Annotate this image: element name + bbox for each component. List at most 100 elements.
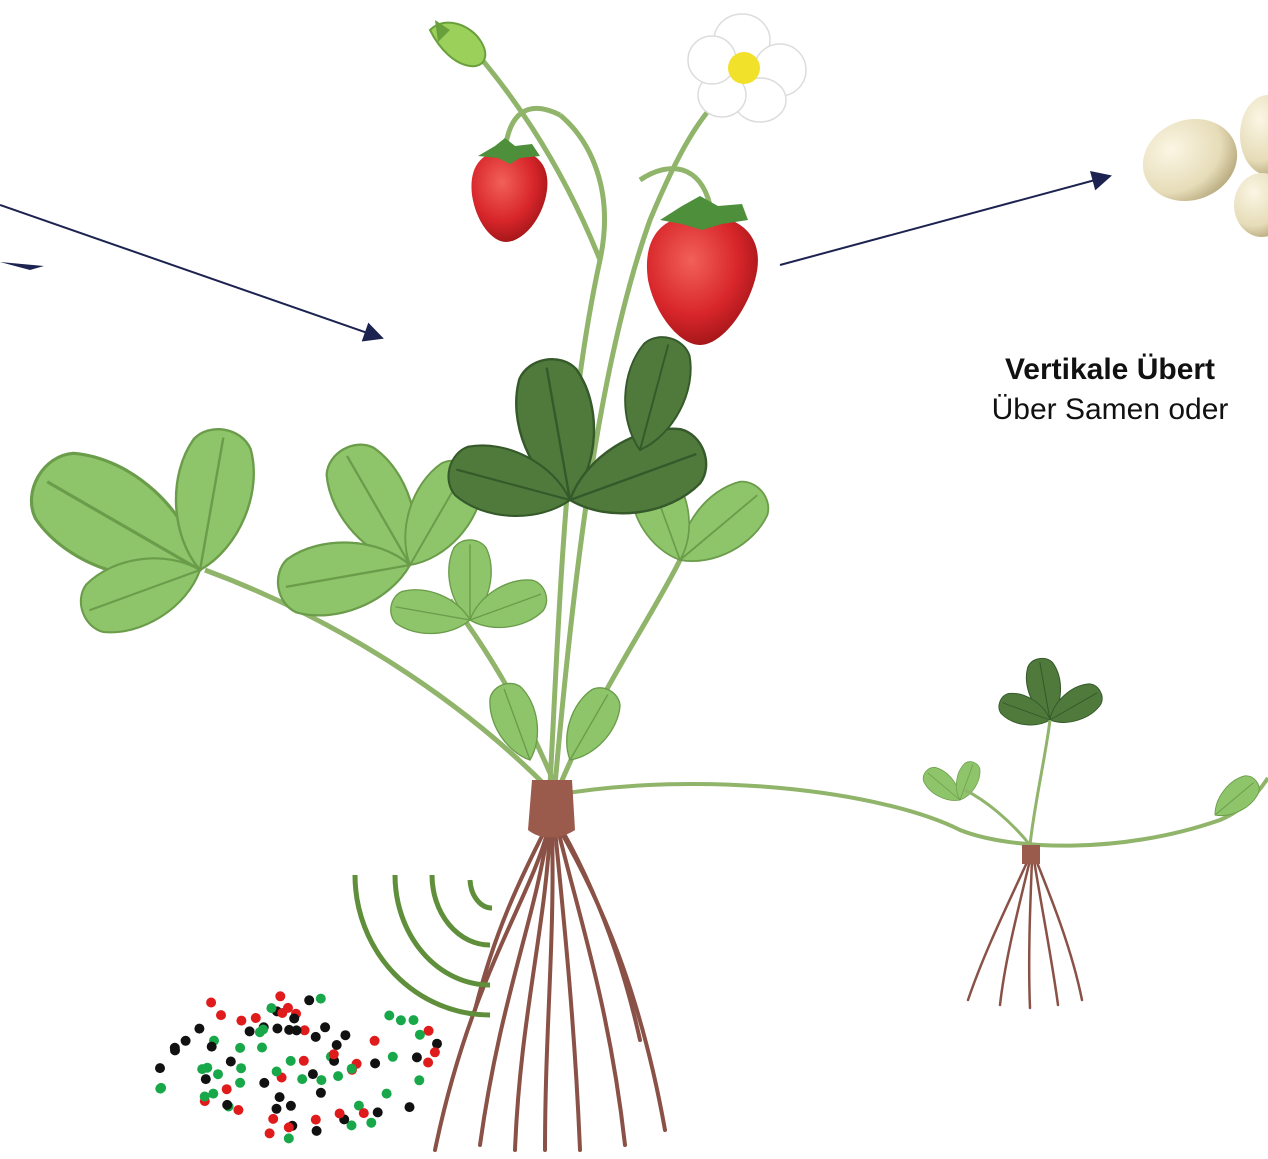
soil-particle — [359, 1108, 369, 1118]
strawberry-large — [647, 196, 758, 345]
seeds — [1131, 95, 1268, 237]
runner-stolon — [555, 778, 1268, 846]
soil-particle — [424, 1026, 434, 1036]
root-crown — [528, 780, 575, 838]
soil-particle — [423, 1058, 433, 1068]
soil-particle — [289, 1014, 299, 1024]
soil-particle — [332, 1040, 342, 1050]
soil-particle — [412, 1052, 422, 1062]
soil-particle — [272, 1067, 282, 1077]
soil-particle — [384, 1011, 394, 1021]
soil-particle — [366, 1118, 376, 1128]
soil-particle — [236, 1063, 246, 1073]
soil-particle — [202, 1063, 212, 1073]
soil-particle — [272, 1024, 282, 1034]
flower-icon — [688, 14, 806, 122]
strawberry-small — [471, 138, 547, 242]
soil-particle — [259, 1078, 269, 1088]
soil-particle — [213, 1069, 223, 1079]
soil-particle — [265, 1128, 275, 1138]
soil-particle — [275, 1092, 285, 1102]
soil-particle — [304, 995, 314, 1005]
soil-particle — [370, 1058, 380, 1068]
arrow-to-seeds — [780, 176, 1110, 265]
soil-particle — [257, 1043, 267, 1053]
soil-particle — [396, 1015, 406, 1025]
soil-particle — [382, 1089, 392, 1099]
soil-particle — [308, 1069, 318, 1079]
soil-particle — [320, 1022, 330, 1032]
soil-particle — [222, 1100, 232, 1110]
strawberry-icon — [647, 215, 758, 345]
seed-icon — [1131, 106, 1249, 214]
soil-particle — [329, 1049, 339, 1059]
soil-particle — [235, 1043, 245, 1053]
soil-particle — [201, 1074, 211, 1084]
roots-daughter — [968, 860, 1082, 1008]
soil-particle — [222, 1084, 232, 1094]
soil-particle — [206, 998, 216, 1008]
soil-particle — [216, 1010, 226, 1020]
flower — [688, 14, 806, 122]
soil-particle — [207, 1042, 217, 1052]
soil-particle — [292, 1025, 302, 1035]
soil-particle — [409, 1015, 419, 1025]
soil-particle — [373, 1107, 383, 1117]
seed-icon — [1240, 95, 1268, 175]
soil-particle — [266, 1003, 276, 1013]
caption-title: Vertikale Übert — [930, 350, 1268, 390]
soil-particle — [208, 1089, 218, 1099]
arrow-left-top — [0, 205, 382, 338]
arrow-left-partial — [0, 262, 44, 270]
soil-particle — [316, 1088, 326, 1098]
soil-particle — [272, 1104, 282, 1114]
soil-particle — [340, 1030, 350, 1040]
soil-particle — [414, 1075, 424, 1085]
soil-particle — [255, 1027, 265, 1037]
soil-particle — [275, 991, 285, 1001]
soil-particle — [233, 1105, 243, 1115]
soil-particle — [405, 1102, 415, 1112]
arrows — [0, 176, 1110, 338]
soil-particle — [194, 1024, 204, 1034]
soil-particle — [311, 1115, 321, 1125]
soil-particle — [430, 1047, 440, 1057]
soil-particle — [370, 1036, 380, 1046]
flower-bud — [430, 20, 485, 66]
soil-particle — [312, 1126, 322, 1136]
soil-particle — [200, 1092, 210, 1102]
root-crown-daughter — [1022, 845, 1040, 864]
soil-particle — [226, 1057, 236, 1067]
soil-particle — [311, 1032, 321, 1042]
caption-subtitle: Über Samen oder — [930, 390, 1268, 430]
soil-particle — [284, 1133, 294, 1143]
strawberry-icon — [471, 150, 547, 242]
soil-particle — [335, 1109, 345, 1119]
soil-particle — [268, 1114, 278, 1124]
soil-particle — [284, 1122, 294, 1132]
soil-particle — [347, 1064, 357, 1074]
soil-particle — [297, 1074, 307, 1084]
soil-particle — [170, 1043, 180, 1053]
soil-particle — [388, 1052, 398, 1062]
soil-particle — [316, 994, 326, 1004]
soil-particle — [155, 1063, 165, 1073]
soil-particle — [251, 1013, 261, 1023]
soil-particle — [286, 1056, 296, 1066]
signal-arcs — [355, 875, 492, 1015]
soil-particle — [245, 1026, 255, 1036]
soil-particle — [283, 1003, 293, 1013]
roots-main — [435, 830, 665, 1150]
soil-particle — [181, 1036, 191, 1046]
soil-particle — [333, 1071, 343, 1081]
soil-particle — [156, 1083, 166, 1093]
seed-icon — [1234, 173, 1268, 237]
soil-particle — [299, 1056, 309, 1066]
transmission-caption: Vertikale Übert Über Samen oder — [930, 350, 1268, 430]
soil-particle — [235, 1078, 245, 1088]
soil-particle — [236, 1016, 246, 1026]
soil-particle — [415, 1030, 425, 1040]
soil-particles — [155, 991, 442, 1143]
soil-particle — [432, 1039, 442, 1049]
